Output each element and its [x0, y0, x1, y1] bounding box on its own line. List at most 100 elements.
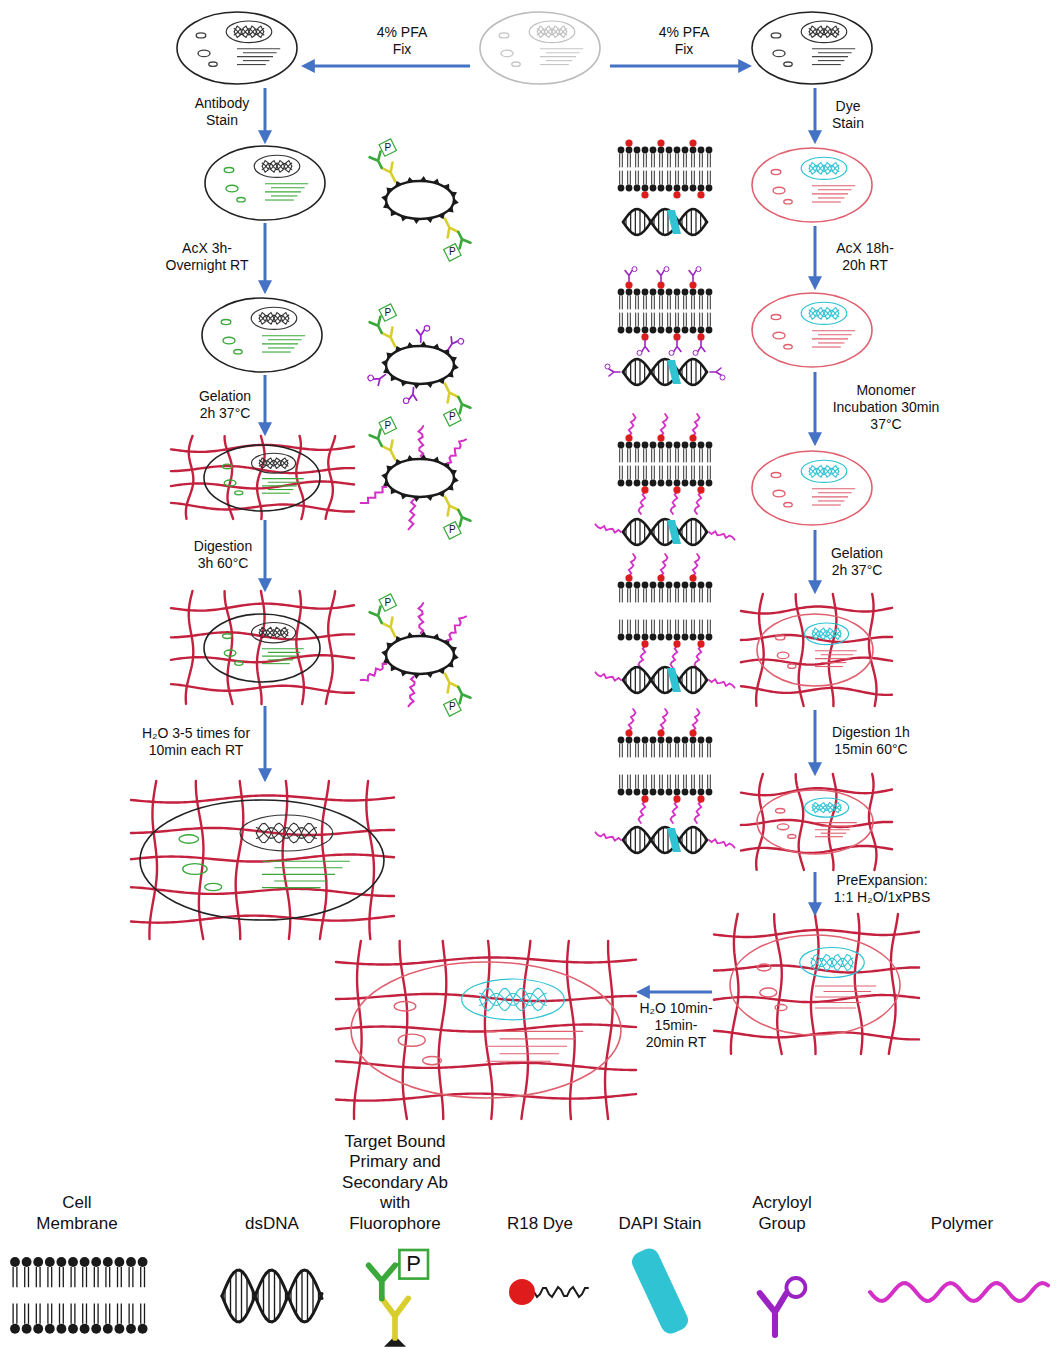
- target-protein: [381, 195, 387, 202]
- cell: [480, 12, 600, 84]
- cell-membrane: [690, 789, 697, 796]
- step-label: Monomer Incubation 30min 37°C: [825, 382, 947, 432]
- cell-membrane: [662, 620, 663, 634]
- target-protein: [413, 219, 420, 224]
- target-protein: [391, 488, 397, 494]
- acryloyl-group: [689, 271, 696, 282]
- cell-membrane: [683, 588, 684, 602]
- cell-membrane: [650, 480, 657, 487]
- cell-membrane: [654, 295, 655, 309]
- cell-membrane: [710, 466, 711, 480]
- antibody: [444, 522, 461, 539]
- cell-membrane: [643, 295, 644, 309]
- acryloyl-group: [367, 368, 388, 388]
- gel-strand: [336, 1094, 636, 1101]
- cell-membrane: [650, 442, 657, 449]
- cell-membrane: [707, 313, 708, 327]
- cell: [262, 343, 298, 344]
- cell-membrane: [646, 588, 647, 602]
- dsdna: [630, 362, 631, 382]
- target-protein: [448, 661, 454, 667]
- cell-membrane: [74, 1303, 75, 1323]
- cell: [801, 302, 847, 324]
- dsdna: [681, 676, 682, 685]
- fluorophore-label: P: [449, 702, 456, 712]
- fluorophore-label: P: [449, 247, 456, 257]
- step-label: Digestion 1h 15min 60°C: [825, 724, 917, 758]
- cell-membrane: [51, 1267, 52, 1287]
- polymer-chain: [870, 1283, 1048, 1301]
- chromatin: [480, 988, 547, 1010]
- cell: [240, 815, 333, 851]
- target-protein: [401, 381, 408, 387]
- acryloyl-group: [637, 340, 649, 355]
- cell-membrane: [675, 743, 676, 757]
- antibody: [432, 491, 474, 539]
- cell-membrane: [634, 327, 641, 334]
- cell-membrane: [16, 1267, 17, 1287]
- cell-membrane: [634, 582, 641, 589]
- cell: [771, 314, 781, 319]
- target-protein: [426, 383, 433, 389]
- chromatin: [809, 468, 839, 474]
- chromatin: [812, 631, 841, 637]
- cell-membrane: [45, 1324, 55, 1334]
- chromatin: [259, 461, 288, 466]
- polymer-chain: [661, 709, 668, 731]
- cell-membrane: [654, 620, 655, 634]
- dsdna: [301, 1271, 302, 1322]
- gel-strand: [131, 855, 394, 862]
- cell-membrane: [674, 442, 681, 449]
- cell-membrane: [654, 743, 655, 757]
- target-protein: [407, 342, 414, 348]
- r18-dye: [625, 730, 632, 737]
- target-protein: [451, 469, 457, 475]
- dsdna: [663, 359, 664, 385]
- cell-membrane: [51, 1303, 52, 1323]
- cell: [209, 62, 217, 66]
- cell-membrane: [667, 295, 668, 309]
- cell-membrane: [622, 743, 623, 757]
- chromatin: [811, 958, 853, 967]
- cell-membrane: [674, 789, 681, 796]
- cell-membrane: [618, 554, 713, 668]
- cell-membrane: [650, 634, 657, 641]
- cell-membrane: [651, 775, 652, 789]
- cell: [223, 337, 235, 344]
- gel-strand: [366, 781, 374, 939]
- cell-membrane: [634, 634, 641, 641]
- step-label: Gelation 2h 37°C: [825, 545, 889, 579]
- process-arrow: [264, 706, 267, 778]
- r18-dye: [673, 333, 680, 340]
- dsdna: [630, 830, 631, 850]
- cell-membrane: [667, 466, 668, 480]
- chromatin: [480, 993, 547, 1005]
- dsdna: [686, 670, 687, 690]
- chromatin: [537, 29, 567, 35]
- cell-membrane: [674, 289, 681, 296]
- cell-membrane: [698, 327, 705, 334]
- cell-membrane: [117, 1267, 118, 1287]
- r18-dye: [697, 333, 704, 340]
- chromatin: [480, 988, 547, 1010]
- antibody: [382, 441, 401, 462]
- cell-membrane: [39, 1267, 40, 1287]
- cell-membrane: [638, 171, 639, 185]
- cell-membrane: [56, 1257, 66, 1267]
- dsdna: [623, 209, 707, 235]
- cell-membrane: [675, 588, 676, 602]
- cell-membrane: [675, 313, 676, 327]
- cell-membrane: [670, 171, 671, 185]
- cell: [262, 887, 321, 888]
- acryloyl-group: [625, 271, 632, 282]
- cell-membrane: [702, 588, 703, 602]
- cell-membrane: [690, 327, 697, 334]
- acryloyl-group: [786, 1278, 805, 1297]
- dsdna: [686, 522, 687, 542]
- cell-membrane: [666, 147, 673, 154]
- cell-membrane: [619, 743, 620, 757]
- cell-membrane: [36, 1267, 37, 1287]
- dsdna: [695, 828, 696, 853]
- gel-strand: [741, 606, 892, 613]
- r18-dye: [697, 640, 704, 647]
